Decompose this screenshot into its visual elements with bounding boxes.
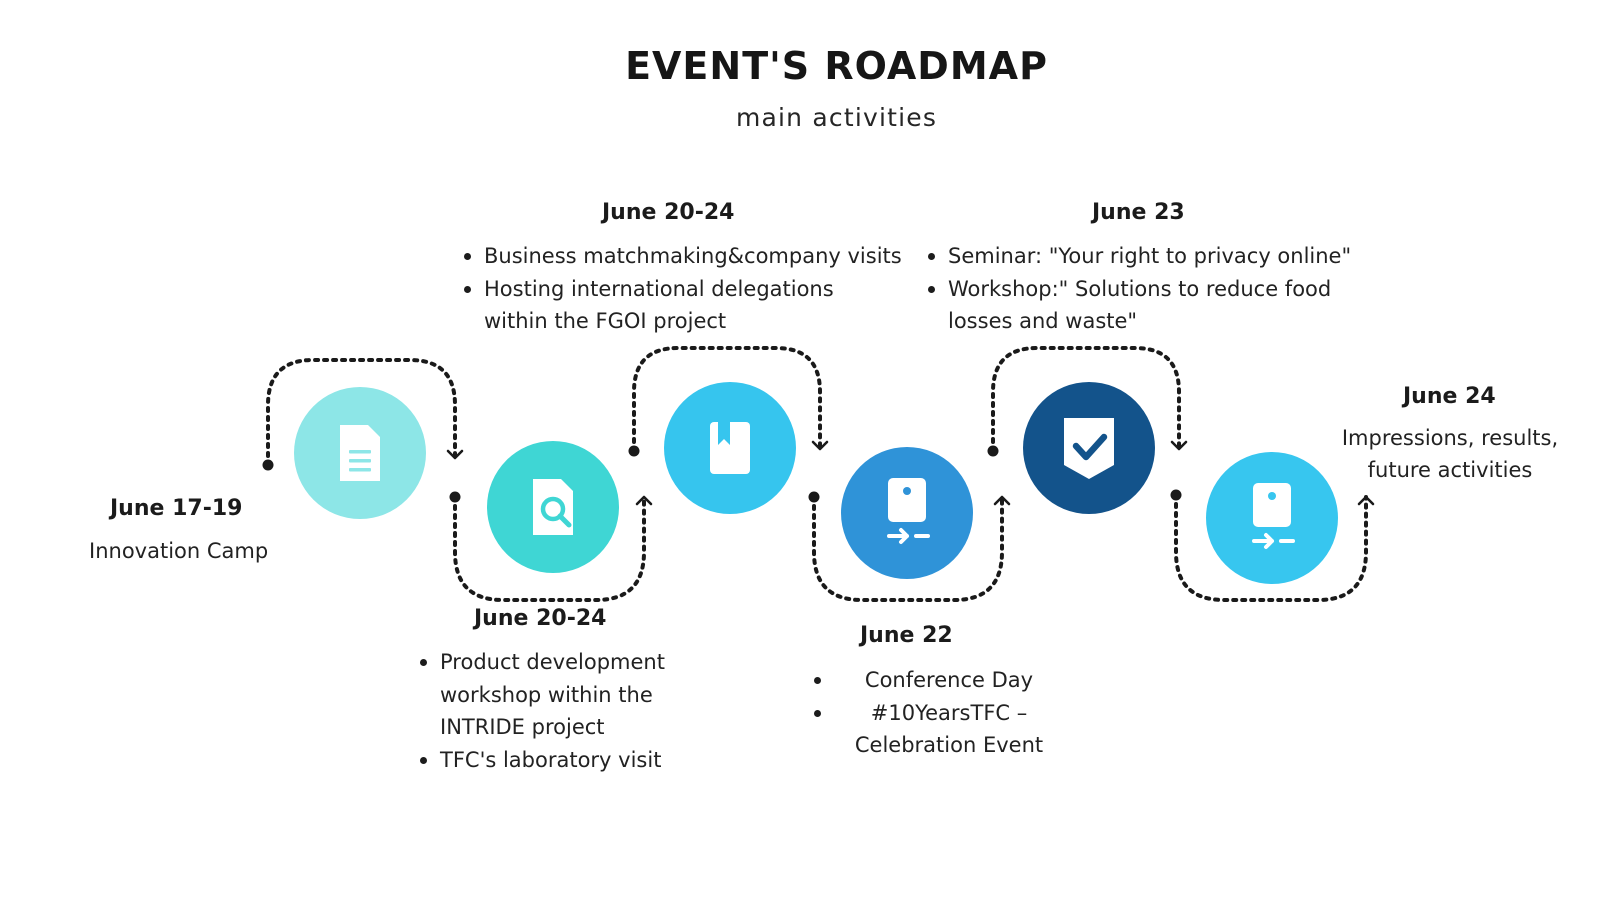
list-item: Seminar: "Your right to privacy online" — [928, 240, 1418, 273]
step-5-node — [1023, 382, 1155, 514]
list-item: TFC's laboratory visit — [420, 744, 700, 777]
step-3-date: June 20-24 — [602, 200, 735, 225]
list-item: Conference Day — [814, 664, 1064, 697]
mobile-transfer-icon — [1252, 483, 1295, 549]
connector-4 — [812, 495, 1011, 602]
connector-6 — [1174, 493, 1375, 602]
step-1-description: Innovation Camp — [89, 539, 269, 563]
step-4-activity-list: Conference Day #10YearsTFC – Celebration… — [810, 664, 1064, 762]
bookmark-icon — [710, 422, 750, 474]
step-3-node — [664, 382, 796, 514]
page-subtitle: main activities — [735, 103, 938, 132]
step-2-date: June 20-24 — [474, 606, 607, 631]
step-4-date: June 22 — [860, 623, 953, 648]
list-item: Product development workshop within the … — [420, 646, 700, 744]
step-5-activity-list: Seminar: "Your right to privacy online" … — [924, 240, 1418, 338]
step-4-node — [841, 447, 973, 579]
connector-5 — [991, 346, 1188, 453]
list-item: Business matchmaking&company visits — [464, 240, 924, 273]
connector-3 — [632, 346, 829, 453]
step-2-node — [487, 441, 619, 573]
connector-2 — [453, 495, 653, 602]
start-dot-5 — [987, 445, 999, 457]
shield-check-icon — [1064, 418, 1114, 479]
step-1-date: June 17-19 — [110, 496, 243, 521]
connector-1 — [266, 358, 464, 467]
list-item: #10YearsTFC – Celebration Event — [814, 697, 1064, 762]
step-6-description: Impressions, results, future activities — [1341, 426, 1559, 482]
document-icon — [340, 425, 380, 481]
step-2-activity-list: Product development workshop within the … — [416, 646, 700, 776]
step-5-date: June 23 — [1092, 200, 1185, 225]
list-item: Workshop:" Solutions to reduce food loss… — [928, 273, 1368, 338]
start-dot-3 — [628, 445, 640, 457]
step-6-date: June 24 — [1403, 384, 1496, 409]
step-1-node — [294, 387, 426, 519]
start-dot-4 — [808, 491, 820, 503]
step-3-activity-list: Business matchmaking&company visits Host… — [460, 240, 924, 338]
mobile-transfer-icon — [887, 478, 930, 544]
start-dot-6 — [1170, 489, 1182, 501]
list-item: Hosting international delegations within… — [464, 273, 854, 338]
search-document-icon — [533, 479, 573, 535]
start-dot-1 — [262, 459, 274, 471]
page-title: EVENT'S ROADMAP — [625, 44, 1048, 88]
step-6-node — [1206, 452, 1338, 584]
start-dot-2 — [449, 491, 461, 503]
